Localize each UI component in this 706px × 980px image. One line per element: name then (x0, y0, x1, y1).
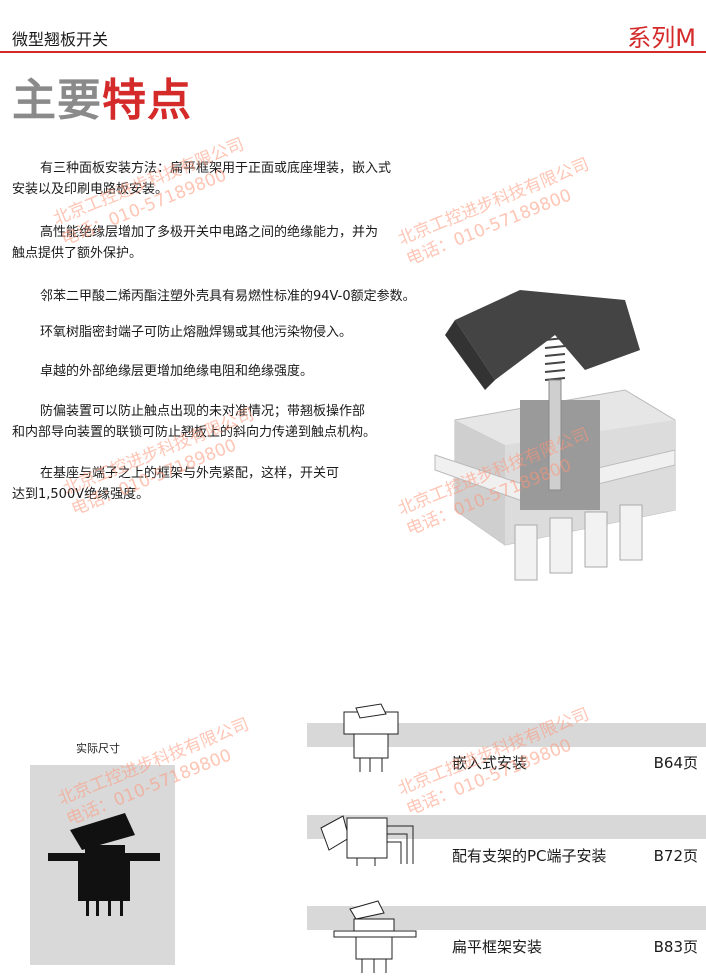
feature-paragraph: 环氧树脂密封端子可防止熔融焊锡或其他污染物侵入。 (40, 325, 353, 340)
flat-frame-mount-drawing (333, 900, 417, 973)
pc-bracket-mount-drawing (320, 815, 414, 866)
mount-label: 嵌入式安装 (452, 754, 528, 772)
page-title: 主要特点 (12, 64, 192, 128)
actual-size-switch-image (48, 813, 160, 916)
actual-size-label: 实际尺寸 (76, 742, 120, 755)
actual-size-panel (30, 765, 175, 965)
feature-paragraph: 邻苯二甲酸二烯丙酯注塑外壳具有易燃性标准的94V-0额定参数。 (40, 289, 416, 304)
feature-paragraph: 防偏装置可以防止触点出现的未对准情况；带翘板操作部 和内部导向装置的联锁可防止翘… (12, 404, 377, 440)
feature-paragraph: 在基座与端子之上的框架与外壳紧配，这样，开关可 达到1,500V绝缘强度。 (12, 466, 340, 502)
feature-paragraph: 有三种面板安装方法：扁平框架用于正面或底座埋装，嵌入式 安装以及印刷电路板安装。 (12, 161, 392, 197)
title-gray-part: 主要 (12, 75, 102, 126)
mount-page-ref: B83页 (653, 938, 698, 956)
mount-page-ref: B72页 (653, 847, 698, 865)
mount-label: 配有支架的PC端子安装 (452, 847, 607, 865)
header-divider (0, 51, 706, 53)
mount-label: 扁平框架安装 (452, 938, 543, 956)
mount-page-ref: B64页 (653, 754, 698, 772)
series-subtitle: 微型翘板开关 (12, 30, 109, 49)
feature-paragraph: 卓越的外部绝缘层更增加绝缘电阻和绝缘强度。 (40, 364, 314, 379)
title-red-part: 特点 (102, 75, 192, 126)
series-name: 系列M (627, 24, 696, 52)
snap-in-mount-drawing (343, 703, 399, 772)
feature-paragraph: 高性能绝缘层增加了多极开关中电路之间的绝缘能力，并为 触点提供了额外保护。 (12, 225, 379, 261)
rocker-switch-cutaway-image (434, 290, 676, 581)
